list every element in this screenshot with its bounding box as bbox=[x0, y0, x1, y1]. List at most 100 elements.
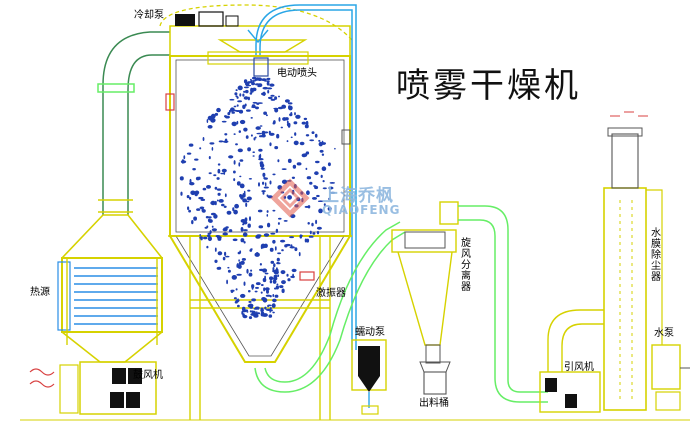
droplet bbox=[250, 117, 253, 119]
droplet bbox=[226, 279, 229, 285]
droplet bbox=[213, 214, 218, 219]
droplet bbox=[264, 306, 267, 310]
droplet bbox=[233, 170, 236, 174]
droplet bbox=[286, 120, 289, 124]
droplet bbox=[318, 139, 321, 142]
droplet bbox=[269, 280, 273, 284]
droplet bbox=[301, 153, 307, 158]
droplet bbox=[309, 230, 312, 235]
label-electric-nozzle: 电动喷头 bbox=[277, 68, 317, 79]
droplet bbox=[224, 115, 230, 119]
droplet bbox=[268, 314, 273, 318]
droplet bbox=[328, 186, 334, 190]
droplet bbox=[254, 252, 260, 257]
label-heat-source: 热源 bbox=[30, 287, 50, 298]
droplet bbox=[216, 199, 219, 202]
droplet bbox=[251, 310, 254, 313]
droplet bbox=[210, 200, 216, 206]
droplet bbox=[270, 94, 275, 97]
droplet bbox=[294, 112, 296, 116]
droplet bbox=[269, 276, 274, 281]
droplet bbox=[243, 127, 248, 132]
droplet bbox=[233, 209, 238, 215]
droplet bbox=[236, 104, 239, 107]
droplet bbox=[306, 190, 310, 195]
droplet bbox=[247, 81, 251, 84]
logo-name-en: QIAOFENG bbox=[322, 203, 401, 217]
droplet bbox=[247, 189, 251, 192]
droplet bbox=[250, 269, 253, 272]
droplet bbox=[228, 229, 233, 233]
droplet bbox=[228, 155, 234, 159]
water-dust-collector bbox=[603, 111, 663, 411]
droplet bbox=[249, 249, 253, 252]
droplet bbox=[289, 236, 294, 239]
droplet bbox=[243, 90, 246, 93]
droplet bbox=[290, 136, 293, 139]
droplet bbox=[305, 134, 310, 137]
droplet bbox=[276, 261, 280, 264]
droplet bbox=[266, 214, 269, 217]
droplet bbox=[239, 175, 242, 178]
droplet bbox=[317, 200, 324, 202]
droplet bbox=[284, 99, 290, 103]
droplet bbox=[249, 216, 251, 222]
droplet bbox=[291, 268, 297, 273]
droplet bbox=[259, 163, 265, 168]
droplet bbox=[200, 198, 206, 201]
droplet bbox=[316, 194, 320, 198]
droplet bbox=[303, 117, 308, 121]
droplet bbox=[263, 186, 269, 189]
droplet bbox=[294, 132, 297, 136]
droplet bbox=[329, 182, 335, 184]
droplet bbox=[314, 171, 319, 176]
droplet bbox=[216, 107, 221, 113]
droplet bbox=[267, 304, 272, 307]
droplet bbox=[243, 281, 246, 286]
droplet bbox=[243, 79, 248, 84]
droplet bbox=[315, 160, 320, 164]
droplet bbox=[189, 196, 192, 200]
droplet bbox=[235, 299, 240, 302]
droplet bbox=[278, 95, 280, 98]
droplet bbox=[304, 124, 309, 129]
droplet bbox=[236, 181, 241, 186]
droplet bbox=[257, 102, 263, 104]
droplet bbox=[180, 160, 187, 164]
droplet bbox=[211, 225, 214, 228]
droplet bbox=[312, 197, 317, 200]
droplet bbox=[234, 92, 238, 96]
droplet bbox=[288, 105, 291, 110]
droplet bbox=[274, 107, 279, 113]
droplet bbox=[295, 114, 301, 119]
label-water-pump: 水泵 bbox=[654, 328, 674, 339]
droplet bbox=[286, 140, 289, 143]
label-feed-pump: 蠕动泵 bbox=[355, 327, 385, 338]
droplet bbox=[251, 104, 256, 108]
droplet bbox=[321, 142, 326, 145]
droplet bbox=[249, 310, 252, 313]
droplet bbox=[247, 147, 252, 152]
droplet bbox=[274, 146, 279, 150]
droplet bbox=[269, 83, 275, 87]
droplet bbox=[211, 228, 217, 232]
droplet bbox=[221, 168, 227, 173]
droplet bbox=[287, 158, 292, 163]
droplet bbox=[245, 84, 252, 87]
droplet bbox=[243, 86, 249, 89]
droplet bbox=[245, 89, 249, 94]
droplet bbox=[290, 244, 293, 247]
droplet bbox=[243, 241, 246, 244]
droplet bbox=[264, 182, 267, 187]
droplet bbox=[190, 190, 196, 196]
droplet bbox=[180, 191, 183, 196]
droplet bbox=[222, 228, 228, 232]
droplet bbox=[252, 151, 255, 153]
diagram-title: 喷雾干燥机 bbox=[396, 66, 581, 106]
droplet bbox=[282, 117, 287, 121]
droplet bbox=[306, 176, 312, 180]
droplet bbox=[199, 234, 201, 237]
steam-lines bbox=[610, 111, 648, 117]
droplet bbox=[192, 168, 196, 171]
droplet bbox=[259, 263, 262, 266]
